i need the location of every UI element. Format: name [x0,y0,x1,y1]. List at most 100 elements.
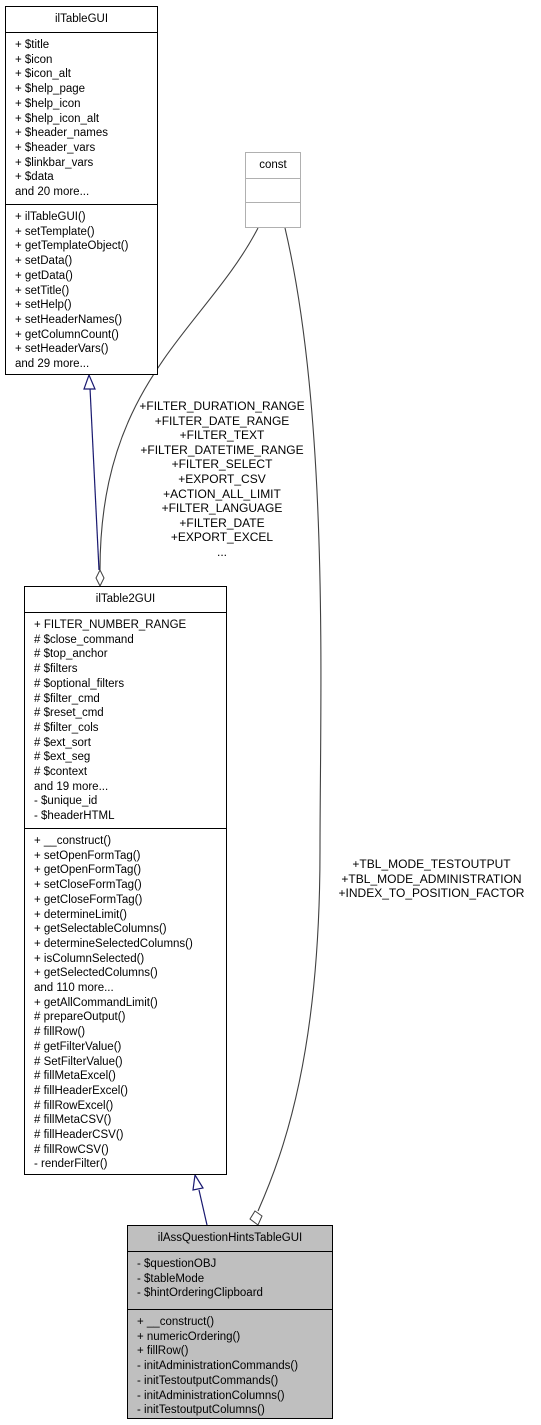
member-line: # $filter_cmd [34,692,100,705]
member-line: + getSelectedColumns() [34,967,158,980]
methods-section [246,203,300,226]
member-line: and 29 more... [15,358,90,371]
member-line: - $headerHTML [34,810,115,823]
member-line: + numericOrdering() [137,1330,241,1343]
usage-edge-const-to-iltable2gui [99,227,259,571]
inheritance-arrow-iltablegui [83,373,96,390]
member-line: + isColumnSelected() [34,952,145,965]
member-line: - initTestoutputColumns() [137,1404,265,1417]
member-line: # fillRowCSV() [34,1143,109,1156]
inheritance-edge-hints-to-iltable2gui [198,1189,208,1226]
member-line: + getTemplateObject() [15,240,129,253]
methods-section: + __construct()+ numericOrdering()+ fill… [128,1310,332,1423]
methods-section: + __construct() + setOpenFormTag() + getOp… [25,829,226,1177]
member-line: + $help_icon_alt [15,112,100,125]
inheritance-edge-iltable2gui-to-iltablegui [89,387,100,571]
usage-edge-const-to-ilassquestionhintstablegui [257,227,322,1212]
member-line: # $ext_sort [34,736,91,749]
member-line: - $questionOBJ [137,1258,217,1270]
member-line: - initTestoutputCommands() [137,1374,279,1387]
member-line: + setOpenFormTag() [34,849,141,862]
member-line: + ilTableGUI() [15,211,86,223]
member-line: # $close_command [34,633,134,646]
member-line: - $tableMode [137,1272,205,1285]
edge-label-line: +FILTER_DATE [179,515,265,530]
member-line: and 19 more... [34,780,109,793]
member-line: + $title [15,39,50,51]
member-line: + $linkbar_vars [15,156,94,169]
member-line: - initAdministrationColumns() [137,1389,285,1402]
edge-label-line: +FILTER_LANGUAGE [161,501,283,516]
member-line: - renderFilter() [34,1158,108,1171]
member-line: # getFilterValue() [34,1040,122,1053]
member-line: and 110 more... [34,982,114,995]
member-line: + $data [15,171,54,184]
member-line: + getCloseFormTag() [34,893,143,906]
aggregation-diamond-ilassquestionhintstablegui [249,1210,263,1226]
member-line: # $reset_cmd [34,707,104,720]
member-line: + getData() [15,269,73,282]
attributes-section: - $questionOBJ - $tableMode - $hintOrderin… [128,1252,332,1310]
edge-label-line: +FILTER_DATE_RANGE [154,413,290,428]
edge-label-line: +FILTER_SELECT [171,457,273,472]
member-line: # $context [34,766,88,779]
member-line: + getAllCommandLimit() [34,996,158,1009]
member-line: # SetFilterValue() [34,1055,123,1068]
edge-label-line: +EXPORT_CSV [178,471,266,486]
methods-section: + ilTableGUI() + setTemplate() + getTempla… [6,205,157,377]
edge-label-line: +TBL_MODE_ADMINISTRATION [341,871,522,886]
edge-label-line: +FILTER_TEXT [179,428,265,443]
member-line: + __construct() [34,835,112,847]
member-line: # prepareOutput() [34,1011,126,1024]
edge-label-line: +ACTION_ALL_LIMIT [163,486,281,501]
attributes-section: + $title+ $icon+ $icon_alt+ $help_page+ … [6,33,157,205]
member-line: + setTitle() [15,284,70,297]
member-line: # fillRow() [34,1026,86,1039]
member-line: + setHelp() [15,299,72,312]
member-line: + $icon_alt [15,68,71,81]
member-line: and 20 more... [15,186,90,199]
member-line: + setHeaderNames() [15,313,123,326]
class-title: ilTable2GUI [25,587,226,613]
member-line: - $hintOrderingClipboard [137,1287,263,1300]
member-line: + determineSelectedColumns() [34,937,193,950]
member-line: - initAdministrationCommands() [137,1360,299,1373]
aggregation-diamond-iltable2gui [95,568,105,588]
edge-label-line: +EXPORT_EXCEL [170,530,274,545]
edge-label-line: +TBL_MODE_TESTOUTPUT [352,857,511,871]
inheritance-arrow-iltable2gui [192,1173,204,1191]
class-box-iltablegui: ilTableGUI + $title + $icon + $icon_alt + $… [5,6,158,375]
member-line: # $ext_seg [34,751,91,764]
attributes-section: + FILTER_NUMBER_RANGE # $close_command # $… [25,613,226,829]
class-title: ilAssQuestionHintsTableGUI [128,1226,332,1252]
member-line: # $optional_filters [34,677,125,690]
member-line: # fillRowExcel() [34,1099,114,1112]
member-line: + determineLimit() [34,908,127,921]
member-line: # $filters [34,663,78,676]
member-line: # $filter_cols [34,721,99,734]
member-line: + $help_page [15,83,86,96]
member-line: + setTemplate() [15,225,95,238]
member-line: + FILTER_NUMBER_RANGE [34,619,187,631]
edge-label-line: +FILTER_DATETIME_RANGE [140,442,304,457]
member-line: # $top_anchor [34,648,108,661]
member-line: # fillHeaderExcel() [34,1084,128,1097]
member-line: # fillMetaExcel() [34,1070,116,1083]
class-box-const: const [245,152,301,228]
member-line: + setData() [15,255,73,268]
member-line: + setHeaderVars() [15,343,109,356]
class-title: const [246,153,300,179]
edge-label-line: +INDEX_TO_POSITION_FACTOR [338,886,525,901]
attributes-section [246,179,300,203]
member-line: # fillMetaCSV() [34,1114,112,1127]
class-box-ilassquestionhintstablegui: ilAssQuestionHintsTableGUI - $questionOB… [127,1225,333,1419]
member-line: + getOpenFormTag() [34,864,142,877]
class-title: ilTableGUI [6,7,157,33]
member-line: + $icon [15,53,53,66]
member-line: # fillHeaderCSV() [34,1129,124,1142]
class-box-iltable2gui: ilTable2GUI + FILTER_NUMBER_RANGE # $clos… [24,586,227,1175]
edge-label-const-to-iltable2gui: +FILTER_DURATION_RANGE+FILTER_DATE_RANGE… [121,399,323,560]
member-line: + $help_icon [15,97,81,110]
edge-label-line: ... [216,544,227,559]
